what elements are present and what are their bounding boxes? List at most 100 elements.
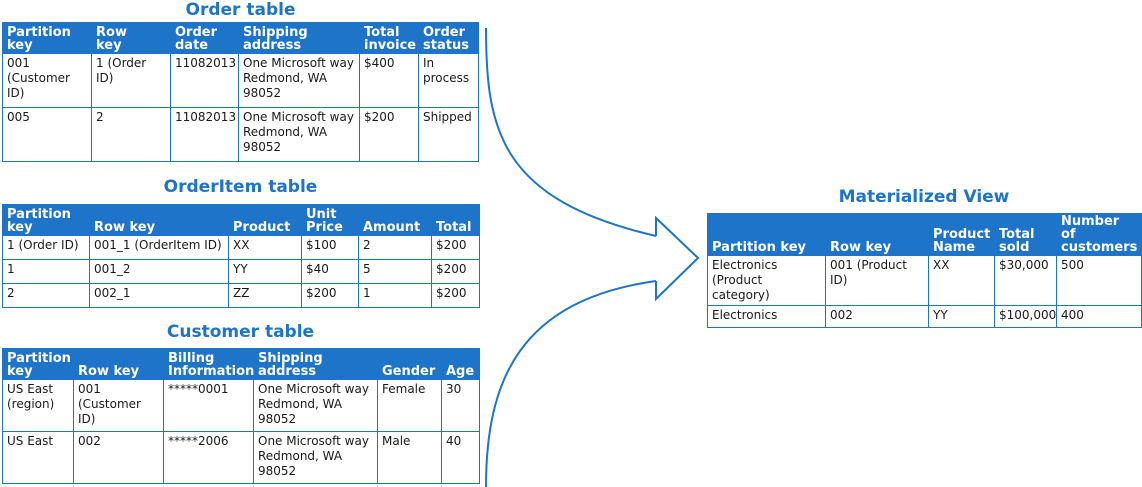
customer-table-title: Customer table [166, 322, 315, 342]
table-cell: 1 [2, 259, 90, 284]
table-row: US East (region) 001 (Customer ID) *****… [2, 379, 480, 432]
column-header: Total sold [994, 213, 1057, 256]
table-cell: 001 (Customer ID) [73, 379, 164, 432]
table-cell: 30 [441, 379, 480, 432]
table-cell: ZZ [228, 283, 302, 308]
column-header: Partition key [707, 213, 826, 256]
column-header: Row key [89, 204, 229, 236]
table-cell: 1 (Order ID) [91, 53, 171, 108]
table-cell: $30,000 [994, 255, 1057, 306]
lower-curve-connector [485, 280, 657, 487]
table-cell: XX [928, 255, 995, 306]
table-cell: 001 (Customer ID) [2, 53, 92, 108]
table-cell: 001 (Product ID) [825, 255, 929, 306]
table-row: Electronics (Product category) 001 (Prod… [707, 255, 1142, 306]
table-cell: 2 [358, 235, 432, 260]
column-header: Number of customers [1056, 213, 1142, 256]
column-header: Product Name [928, 213, 995, 256]
table-cell: 40 [441, 431, 480, 484]
order-table: Partition key Row key Order date Shippin… [2, 22, 479, 162]
column-header: Unit Price [301, 204, 359, 236]
table-header-row: Partition key Row key Product Name Total… [707, 213, 1142, 256]
column-header: Order status [418, 22, 479, 54]
table-cell: Male [377, 431, 442, 484]
column-header: Partition key [2, 348, 74, 380]
table-cell: 1 (Order ID) [2, 235, 90, 260]
table-cell: 001_1 (OrderItem ID) [89, 235, 229, 260]
table-cell: 001_2 [89, 259, 229, 284]
table-cell: In process [418, 53, 479, 108]
table-cell: 11082013 [170, 53, 239, 108]
table-row: Electronics 002 YY $100,000 400 [707, 305, 1142, 328]
column-header: Partition key [2, 22, 92, 54]
table-cell: Shipped [418, 107, 479, 162]
column-header: Partition key [2, 204, 90, 236]
table-cell: One Microsoft way Redmond, WA 98052 [238, 107, 360, 162]
column-header: Row key [91, 22, 171, 54]
table-cell: $200 [359, 107, 419, 162]
table-cell: $40 [301, 259, 359, 284]
table-row: 1 (Order ID) 001_1 (OrderItem ID) XX $10… [2, 235, 480, 260]
table-cell: $100 [301, 235, 359, 260]
column-header: Shipping address [238, 22, 360, 54]
table-cell: One Microsoft way Redmond, WA 98052 [238, 53, 360, 108]
table-cell: 500 [1056, 255, 1142, 306]
table-cell: 002_1 [89, 283, 229, 308]
table-cell: 5 [358, 259, 432, 284]
table-cell: One Microsoft way Redmond, WA 98052 [253, 379, 378, 432]
materialized-view-table: Partition key Row key Product Name Total… [707, 213, 1142, 328]
table-cell: $200 [431, 235, 480, 260]
table-header-row: Partition key Row key Billing Informatio… [2, 348, 480, 380]
table-cell: $200 [431, 283, 480, 308]
customer-table: Partition key Row key Billing Informatio… [2, 348, 480, 484]
table-cell: 2 [2, 283, 90, 308]
orderitem-table-title: OrderItem table [163, 177, 318, 197]
table-cell: YY [928, 305, 995, 328]
table-header-row: Partition key Row key Order date Shippin… [2, 22, 479, 54]
order-table-title: Order table [185, 0, 296, 20]
column-header: Total [431, 204, 480, 236]
table-cell: YY [228, 259, 302, 284]
table-cell: 002 [73, 431, 164, 484]
upper-curve-connector [485, 27, 657, 237]
table-cell: $200 [301, 283, 359, 308]
table-cell: 005 [2, 107, 92, 162]
column-header: Shipping address [253, 348, 378, 380]
table-cell: Female [377, 379, 442, 432]
table-cell: US East (region) [2, 379, 74, 432]
table-cell: $100,000 [994, 305, 1057, 328]
table-cell: 11082013 [170, 107, 239, 162]
table-cell: *****2006 [163, 431, 254, 484]
table-row: 005 2 11082013 One Microsoft way Redmond… [2, 107, 479, 162]
arrowhead-icon [655, 215, 700, 302]
table-cell: US East [2, 431, 74, 484]
column-header: Total invoice [359, 22, 419, 54]
table-cell: 2 [91, 107, 171, 162]
column-header: Billing Information [163, 348, 254, 380]
table-row: US East 002 *****2006 One Microsoft way … [2, 431, 480, 484]
column-header: Row key [825, 213, 929, 256]
materialized-view-title: Materialized View [838, 187, 1010, 207]
orderitem-table: Partition key Row key Product Unit Price… [2, 204, 480, 308]
table-cell: XX [228, 235, 302, 260]
table-cell: One Microsoft way Redmond, WA 98052 [253, 431, 378, 484]
table-cell: Electronics [707, 305, 826, 328]
table-row: 2 002_1 ZZ $200 1 $200 [2, 283, 480, 308]
table-cell: $200 [431, 259, 480, 284]
column-header: Row key [73, 348, 164, 380]
column-header: Order date [170, 22, 239, 54]
table-header-row: Partition key Row key Product Unit Price… [2, 204, 480, 236]
column-header: Amount [358, 204, 432, 236]
table-row: 1 001_2 YY $40 5 $200 [2, 259, 480, 284]
column-header: Age [441, 348, 480, 380]
table-cell: 1 [358, 283, 432, 308]
table-cell: *****0001 [163, 379, 254, 432]
table-cell: Electronics (Product category) [707, 255, 826, 306]
column-header: Product [228, 204, 302, 236]
column-header: Gender [377, 348, 442, 380]
table-cell: 400 [1056, 305, 1142, 328]
table-cell: 002 [825, 305, 929, 328]
table-cell: $400 [359, 53, 419, 108]
table-row: 001 (Customer ID) 1 (Order ID) 11082013 … [2, 53, 479, 108]
